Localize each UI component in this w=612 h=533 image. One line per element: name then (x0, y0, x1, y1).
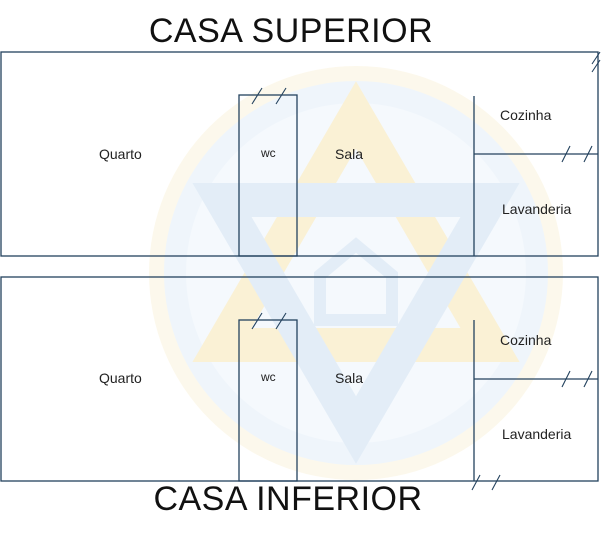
upper-wc-walls (238, 94, 298, 257)
upper-house-title: CASA SUPERIOR (148, 12, 434, 50)
upper-laundry-door-mark (561, 145, 593, 163)
lower-room-lavanderia: Lavanderia (502, 426, 572, 442)
upper-room-cozinha: Cozinha (500, 107, 552, 123)
lower-entrance-door-mark (471, 474, 501, 491)
upper-room-sala: Sala (335, 146, 364, 162)
upper-wc-door-mark (251, 87, 287, 105)
upper-room-quarto: Quarto (99, 146, 142, 162)
lower-room-sala: Sala (335, 370, 364, 386)
lower-laundry-door-mark (561, 370, 593, 388)
lower-wc-walls (238, 319, 298, 482)
lower-room-quarto: Quarto (99, 370, 142, 386)
lower-room-wc: wc (261, 370, 276, 384)
upper-room-wc: wc (261, 146, 276, 160)
lower-house-title: CASA INFERIOR (153, 480, 423, 518)
lower-room-cozinha: Cozinha (500, 332, 552, 348)
upper-corner-mark (591, 51, 601, 73)
upper-room-lavanderia: Lavanderia (502, 201, 572, 217)
lower-wc-door-mark (251, 312, 287, 330)
